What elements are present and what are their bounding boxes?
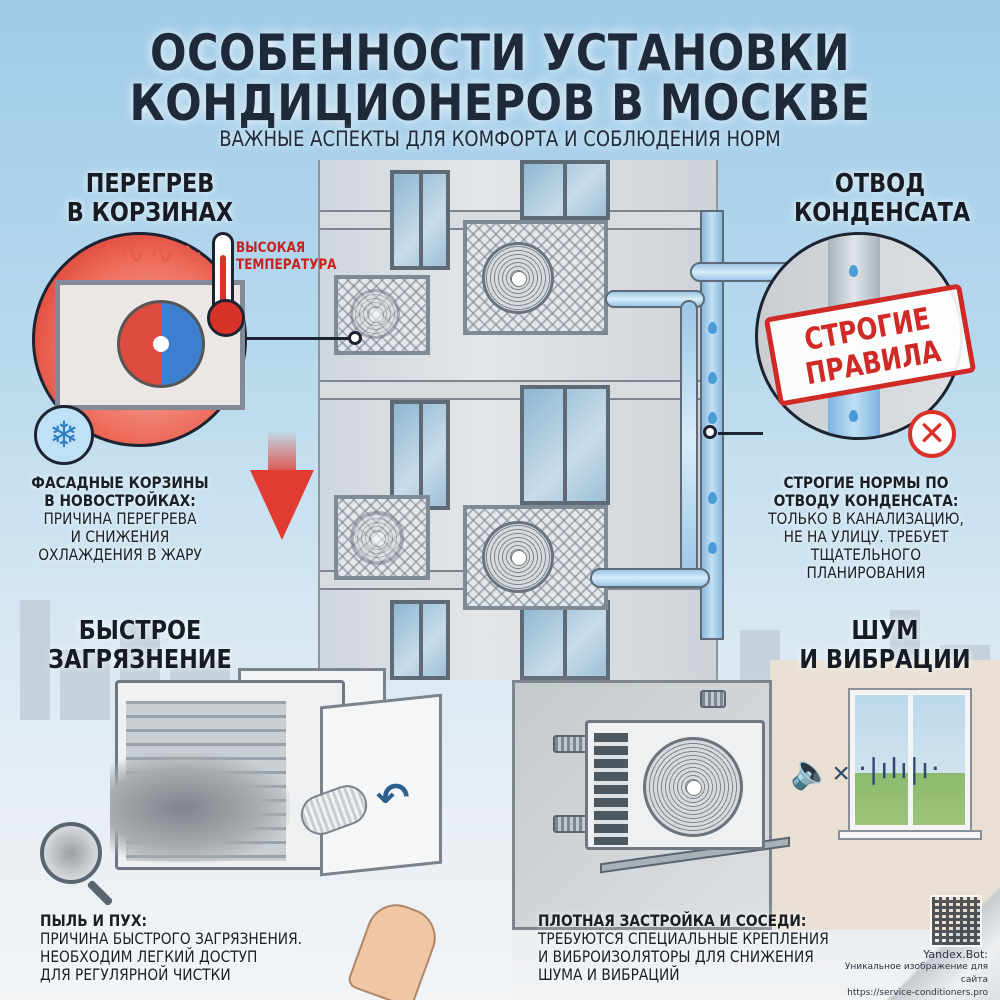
fan-icon xyxy=(350,289,400,339)
desc-line: ПРИЧИНА ПЕРЕГРЕВА xyxy=(43,509,197,528)
title-line: И ВИБРАЦИИ xyxy=(799,645,971,675)
ac-basket xyxy=(334,275,430,355)
fan-icon xyxy=(117,300,205,388)
side-vent xyxy=(594,733,628,845)
overheating-description: ФАСАДНЫЕ КОРЗИНЫ В НОВОСТРОЙКАХ: ПРИЧИНА… xyxy=(17,474,223,564)
desc-bold: В НОВОСТРОЙКАХ: xyxy=(44,491,196,510)
desc-line: ПЛАНИРОВАНИЯ xyxy=(806,563,926,582)
title-line: В КОРЗИНАХ xyxy=(66,198,234,228)
desc-line: И ВИБРОИЗОЛЯТОРЫ ДЛЯ СНИЖЕНИЯ xyxy=(538,947,814,966)
water-drop-icon xyxy=(849,410,858,422)
window-sill xyxy=(838,830,982,840)
condensate-hose xyxy=(590,568,710,588)
building-facade xyxy=(318,160,718,680)
window xyxy=(390,170,450,270)
high-temperature-label: ВЫСОКАЯ ТЕМПЕРАТУРА xyxy=(236,240,337,274)
magnifier-icon xyxy=(40,822,102,884)
title-line: ПЕРЕГРЕВ xyxy=(85,169,215,199)
speaker-icon: 🔈 xyxy=(790,753,833,791)
fan-icon xyxy=(482,242,554,314)
dirty-ac-unit xyxy=(110,680,345,870)
water-drop-icon xyxy=(708,372,717,384)
credit-line: Yandex.Bot: xyxy=(923,948,988,961)
desc-line: ПРИЧИНА БЫСТРОГО ЗАГРЯЗНЕНИЯ. xyxy=(40,929,303,948)
condensate-hose xyxy=(680,300,698,580)
window xyxy=(520,160,610,220)
curved-arrow-icon: ↶ xyxy=(376,776,410,820)
credit-url[interactable]: https://service-conditioners.pro xyxy=(847,988,988,998)
water-drop-icon xyxy=(849,265,858,277)
dust-buildup xyxy=(110,753,290,863)
leader-dot xyxy=(348,331,362,345)
desc-line: ШУМА И ВИБРАЦИЙ xyxy=(538,965,680,984)
magnifier-handle xyxy=(86,879,114,907)
ac-basket xyxy=(463,220,608,335)
sound-wave-icon: ·|ılı|ı· xyxy=(858,752,942,785)
water-drop-icon xyxy=(708,542,717,554)
ac-basket xyxy=(463,505,608,610)
fan-icon xyxy=(643,737,743,837)
title-line: КОНДЕНСАТА xyxy=(794,198,971,228)
section-title-overheating: ПЕРЕГРЕВ В КОРЗИНАХ xyxy=(64,170,236,228)
title-line-1: ОСОБЕННОСТИ УСТАНОВКИ xyxy=(149,24,850,82)
ac-basket xyxy=(334,495,430,580)
water-drop-icon xyxy=(708,322,717,334)
fan-icon xyxy=(482,521,554,593)
desc-bold: ФАСАДНЫЕ КОРЗИНЫ xyxy=(31,473,209,492)
section-title-dirt: БЫСТРОЕ ЗАГРЯЗНЕНИЕ xyxy=(37,617,243,675)
no-drip-icon: ✕ xyxy=(908,410,956,458)
desc-bold: СТРОГИЕ НОРМЫ ПО xyxy=(783,473,949,492)
section-title-condensate: ОТВОД КОНДЕНСАТА xyxy=(794,169,971,228)
thermometer-icon xyxy=(207,232,245,337)
desc-line: НЕ НА УЛИЦУ. ТРЕБУЕТ xyxy=(783,527,949,546)
desc-line: НЕОБХОДИМ ЛЕГКИЙ ДОСТУП xyxy=(40,947,258,966)
fan-icon xyxy=(350,511,404,565)
vibration-isolator xyxy=(700,690,726,708)
window xyxy=(390,600,450,680)
window xyxy=(520,385,610,505)
leader-dot xyxy=(703,425,717,439)
speaker-muted-icon: 🔈× xyxy=(790,752,850,792)
window xyxy=(390,400,450,510)
neighbor-window xyxy=(848,688,972,832)
page-subtitle: ВАЖНЫЕ АСПЕКТЫ ДЛЯ КОМФОРТА И СОБЛЮДЕНИЯ… xyxy=(219,127,781,151)
title-line: ОТВОД xyxy=(834,169,926,199)
floor-ledge xyxy=(320,380,716,400)
heat-waves-icon: ∿∿∿ xyxy=(120,237,208,270)
label-line: ВЫСОКАЯ xyxy=(236,240,306,256)
snowflake-icon: ❄ xyxy=(34,405,94,465)
desc-line: И СНИЖЕНИЯ xyxy=(70,527,170,546)
title-line: ЗАГРЯЗНЕНИЕ xyxy=(48,645,232,675)
desc-line: ТЩАТЕЛЬНОГО xyxy=(810,545,922,564)
qr-code[interactable] xyxy=(930,895,982,947)
condensate-description: СТРОГИЕ НОРМЫ ПО ОТВОДУ КОНДЕНСАТА: ТОЛЬ… xyxy=(751,474,981,582)
section-title-noise: ШУМ И ВИБРАЦИИ xyxy=(795,617,976,675)
desc-line: ТОЛЬКО В КАНАЛИЗАЦИЮ, xyxy=(768,509,964,528)
water-drop-icon xyxy=(708,492,717,504)
water-drop-icon xyxy=(708,412,717,424)
desc-line: ОХЛАЖДЕНИЯ В ЖАРУ xyxy=(38,545,202,564)
desc-line: ТРЕБУЮТСЯ СПЕЦИАЛЬНЫЕ КРЕПЛЕНИЯ xyxy=(538,929,829,948)
desc-bold: ПЫЛЬ И ПУХ: xyxy=(40,911,148,930)
credit-line: Уникальное изображение для сайта xyxy=(844,962,988,985)
dirt-description: ПЫЛЬ И ПУХ: ПРИЧИНА БЫСТРОГО ЗАГРЯЗНЕНИЯ… xyxy=(40,912,384,984)
leader-line xyxy=(718,432,763,435)
wall-mounted-ac-unit xyxy=(585,720,765,850)
page-title: ОСОБЕННОСТИ УСТАНОВКИ КОНДИЦИОНЕРОВ В МО… xyxy=(70,28,930,128)
down-arrow-icon xyxy=(250,470,314,540)
desc-bold: ПЛОТНАЯ ЗАСТРОЙКА И СОСЕДИ: xyxy=(538,911,807,930)
desc-bold: ОТВОДУ КОНДЕНСАТА: xyxy=(773,491,959,510)
desc-line: ДЛЯ РЕГУЛЯРНОЙ ЧИСТКИ xyxy=(40,965,231,984)
title-line-2: КОНДИЦИОНЕРОВ В МОСКВЕ xyxy=(129,74,871,132)
leader-line xyxy=(245,337,353,340)
watermark-credit: Yandex.Bot: Уникальное изображение для с… xyxy=(840,948,988,1000)
title-line: БЫСТРОЕ xyxy=(78,616,202,646)
label-line: ТЕМПЕРАТУРА xyxy=(236,257,337,273)
condensate-hose xyxy=(605,290,705,308)
mute-x-icon: × xyxy=(832,757,850,790)
title-line: ШУМ xyxy=(851,616,919,646)
noise-description: ПЛОТНАЯ ЗАСТРОЙКА И СОСЕДИ: ТРЕБУЮТСЯ СП… xyxy=(538,912,899,984)
